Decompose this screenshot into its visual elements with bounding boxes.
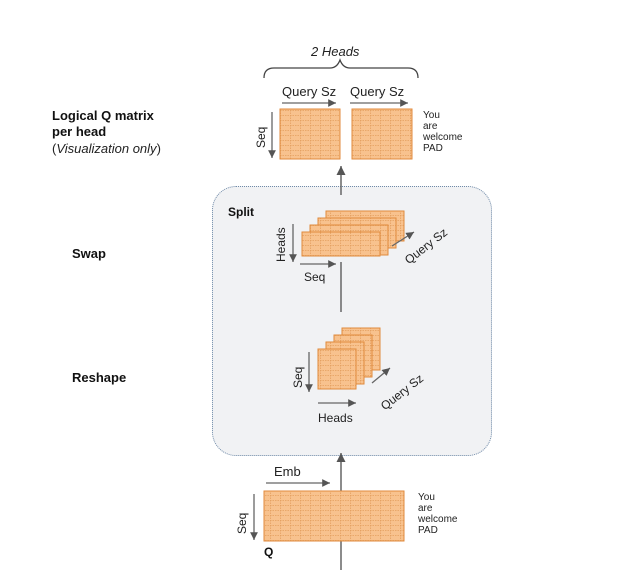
top-token: welcome bbox=[423, 132, 463, 143]
top-token: are bbox=[423, 121, 438, 132]
bottom-token: PAD bbox=[418, 525, 438, 536]
head-matrix-2 bbox=[351, 108, 413, 160]
swap-label: Swap bbox=[72, 246, 106, 261]
top-token: PAD bbox=[423, 143, 443, 154]
reshape-heads-label: Heads bbox=[318, 411, 353, 425]
emb-label: Emb bbox=[274, 464, 301, 479]
bottom-token: You bbox=[418, 492, 435, 503]
top-token: You bbox=[423, 110, 440, 121]
q-label: Q bbox=[264, 545, 274, 559]
reshape-query-arrow bbox=[371, 367, 391, 384]
logical-title-line2: per head bbox=[52, 124, 107, 139]
top-seq-label: Seq bbox=[254, 126, 268, 148]
bottom-seq-label: Seq bbox=[235, 512, 249, 534]
head-matrix-1 bbox=[279, 108, 341, 160]
reshape-matrix-front bbox=[317, 348, 357, 390]
bottom-token: are bbox=[418, 503, 433, 514]
split-title: Split bbox=[228, 205, 254, 219]
swap-heads-label: Heads bbox=[274, 227, 288, 262]
swap-query-arrow bbox=[391, 231, 415, 247]
note-italic: Visualization only bbox=[56, 141, 157, 156]
query-sz-label-1: Query Sz bbox=[282, 84, 337, 99]
bottom-token: welcome bbox=[418, 514, 458, 525]
swap-matrix-front bbox=[301, 231, 381, 257]
bottom-token-list: You are welcome PAD bbox=[418, 492, 457, 536]
q-matrix bbox=[263, 490, 405, 542]
heads-caption: 2 Heads bbox=[311, 44, 360, 59]
reshape-seq-label: Seq bbox=[291, 366, 305, 388]
logical-title-line1: Logical Q matrix bbox=[52, 108, 154, 123]
note-open-paren: ( bbox=[52, 141, 57, 156]
reshape-label: Reshape bbox=[72, 370, 127, 385]
top-token-list: You are welcome PAD bbox=[423, 110, 462, 154]
logical-note: (Visualization only) bbox=[52, 141, 161, 156]
heads-brace bbox=[263, 58, 419, 79]
swap-seq-label: Seq bbox=[304, 270, 326, 284]
query-sz-label-2: Query Sz bbox=[350, 84, 405, 99]
note-close-paren: ) bbox=[156, 141, 161, 156]
